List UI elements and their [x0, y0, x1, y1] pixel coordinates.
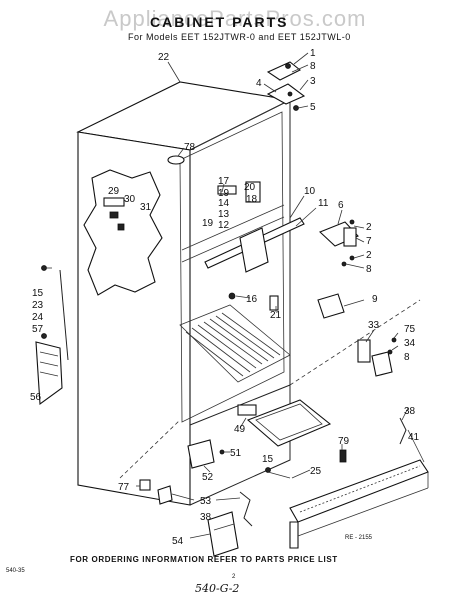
callout-20: 20	[244, 182, 256, 193]
top-hinge	[266, 83, 306, 105]
corner-code: 540-35	[6, 568, 25, 574]
callout-23: 23	[32, 300, 44, 311]
bracket-20	[245, 181, 261, 203]
insulation-cutaway	[83, 169, 163, 296]
callout-8: 8	[310, 61, 316, 72]
callout-4: 4	[256, 78, 262, 89]
model-subtitle: For Models EET 152JTWR-0 and EET 152JTWL…	[128, 32, 351, 42]
callout-77: 77	[118, 482, 130, 493]
bracket-21	[269, 295, 279, 311]
callout-41: 41	[408, 432, 420, 443]
callout-56: 56	[30, 392, 42, 403]
callout-18: 18	[246, 194, 258, 205]
lower-right-hinge	[357, 337, 397, 377]
hinge-bracket-29	[103, 197, 125, 207]
ordering-note: FOR ORDERING INFORMATION REFER TO PARTS …	[70, 555, 338, 564]
hinge-screw	[293, 105, 299, 111]
callout-78: 78	[184, 142, 196, 153]
callout-25: 25	[310, 466, 322, 477]
crisper-floor-liner	[179, 304, 291, 383]
callout-10: 10	[304, 186, 316, 197]
callout-labels: 22 1 8 3 4 5 78 29 30 31 17 19 20 14 18 …	[30, 48, 420, 547]
callout-15b: 15	[262, 454, 274, 465]
top-hinge-assembly	[266, 61, 306, 111]
watermark-text: AppliancePartsPros.com	[103, 6, 367, 31]
screw-30	[109, 211, 119, 219]
diagram-code: RE - 2155	[345, 535, 373, 541]
handwritten-note: 540-G-2	[195, 582, 240, 595]
front-opening	[179, 111, 285, 423]
callout-22: 22	[158, 52, 170, 63]
control-plate-17	[217, 185, 237, 195]
left-side-parts	[35, 265, 69, 406]
callout-3: 3	[310, 76, 316, 87]
callout-53: 53	[200, 496, 212, 507]
callout-21: 21	[270, 310, 282, 321]
callout-1: 1	[310, 48, 316, 59]
center-hinge-assembly	[318, 219, 359, 267]
callout-51: 51	[230, 448, 242, 459]
callout-54: 54	[172, 536, 184, 547]
callout-13: 13	[218, 209, 230, 220]
callout-31: 31	[140, 202, 152, 213]
callout-16: 16	[246, 294, 258, 305]
callout-9: 9	[372, 294, 378, 305]
callout-24: 24	[32, 312, 44, 323]
leveling-leg-53	[157, 485, 173, 505]
toe-grille	[289, 459, 429, 549]
callout-57: 57	[32, 324, 44, 335]
callout-15: 15	[32, 288, 44, 299]
pan-support	[237, 404, 257, 416]
callout-19b: 19	[202, 218, 214, 229]
callout-5: 5	[310, 102, 316, 113]
callout-17: 17	[218, 176, 230, 187]
callout-30: 30	[124, 194, 136, 205]
drain-pan-49	[246, 399, 332, 447]
lower-bracket-33	[357, 339, 371, 363]
callout-79: 79	[338, 436, 350, 447]
callout-6: 6	[338, 200, 344, 211]
callout-52: 52	[202, 472, 214, 483]
callout-38: 38	[404, 406, 416, 417]
clip-16	[228, 292, 236, 300]
callout-19: 19	[218, 188, 230, 199]
cover-56	[35, 341, 63, 406]
diagram-title: CABINET PARTS	[150, 14, 289, 30]
grille-clip-38a	[399, 417, 407, 445]
center-bracket	[239, 227, 269, 273]
callout-34: 34	[404, 338, 416, 349]
screw-31	[117, 223, 125, 231]
leader-lines	[44, 52, 425, 539]
callout-11: 11	[318, 198, 329, 209]
callout-33: 33	[368, 320, 380, 331]
callout-8b: 8	[366, 264, 372, 275]
callout-75: 75	[404, 324, 416, 335]
callout-49: 49	[234, 424, 246, 435]
callout-7: 7	[366, 236, 372, 247]
callout-14: 14	[218, 198, 230, 209]
callout-2b: 2	[366, 250, 372, 261]
bracket-54	[207, 511, 239, 557]
callout-8c: 8	[404, 352, 410, 363]
callout-38b: 38	[200, 512, 212, 523]
lower-hinge-8	[371, 351, 393, 377]
callout-12: 12	[218, 220, 230, 231]
page-mark: 2	[232, 574, 236, 580]
top-plug-78	[167, 155, 185, 165]
hinge-pin-7	[343, 227, 357, 247]
grille-clip-38b	[239, 491, 253, 527]
cabinet-shell	[76, 81, 421, 506]
roller-77	[139, 479, 151, 491]
hinge-cap	[266, 61, 302, 81]
callout-2: 2	[366, 222, 372, 233]
callout-29: 29	[108, 186, 120, 197]
roller-bracket-52	[187, 439, 215, 469]
door-stop-9	[317, 293, 345, 319]
screw-79	[339, 449, 347, 463]
